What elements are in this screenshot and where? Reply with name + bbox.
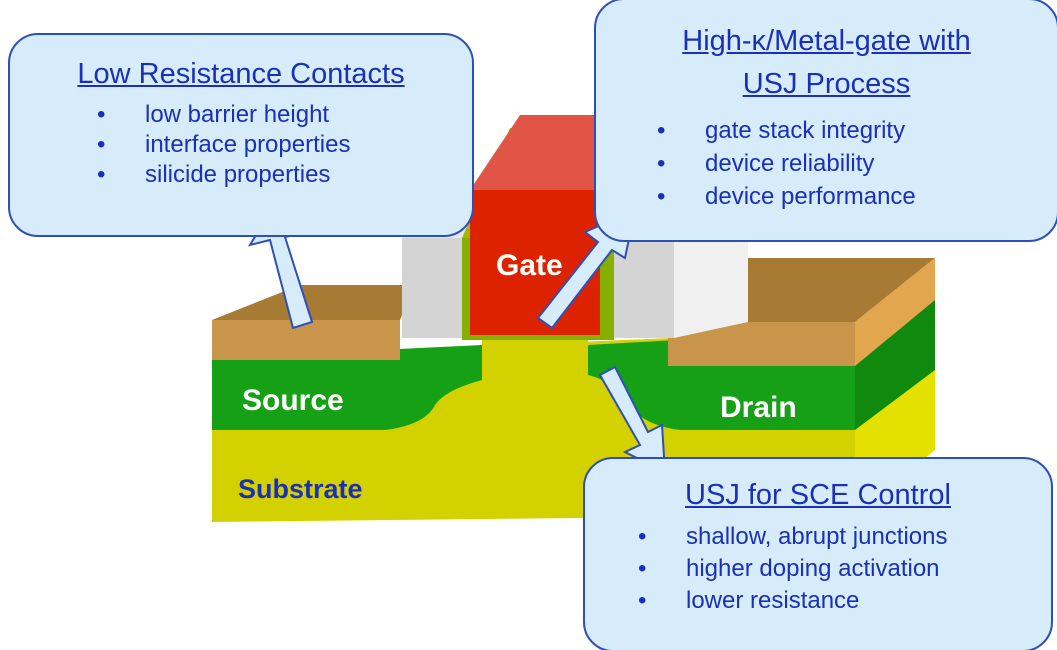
list-item: •gate stack integrity <box>657 117 906 144</box>
list-item: •device reliability <box>657 150 875 177</box>
source-silicide <box>212 320 400 360</box>
callout-title: USJ for SCE Control <box>685 479 951 511</box>
spacer-right-side <box>674 210 748 338</box>
callout-title: Low Resistance Contacts <box>77 58 405 90</box>
list-item: •lower resistance <box>638 587 860 614</box>
list-item: •higher doping activation <box>638 555 940 582</box>
source-junction <box>212 345 482 430</box>
list-item: •interface properties <box>97 131 351 158</box>
callout-list: •gate stack integrity •device reliabilit… <box>657 114 1057 213</box>
list-item: •device performance <box>657 183 916 210</box>
callout-title-line1: High-κ/Metal-gate with <box>682 25 971 57</box>
source-label: Source <box>242 384 344 417</box>
substrate-label: Substrate <box>238 474 363 504</box>
drain-silicide-front <box>668 322 855 366</box>
spacer-left <box>402 238 462 338</box>
callout-high-k-metal-gate: High-κ/Metal-gate with USJ Process •gate… <box>594 0 1057 242</box>
callout-low-resistance-contacts: Low Resistance Contacts •low barrier hei… <box>8 33 474 237</box>
callout-title-line2: USJ Process <box>742 68 911 100</box>
callout-list: •low barrier height •interface propertie… <box>97 100 472 190</box>
list-item: •silicide properties <box>97 161 331 188</box>
list-item: •shallow, abrupt junctions <box>638 523 948 550</box>
callout-usj-sce-control: USJ for SCE Control •shallow, abrupt jun… <box>583 457 1053 650</box>
arrow-to-usj <box>598 365 667 474</box>
callout-list: •shallow, abrupt junctions •higher dopin… <box>638 521 1051 617</box>
drain-label: Drain <box>720 391 797 424</box>
gate-top <box>470 115 600 190</box>
source-silicide-top <box>212 285 415 320</box>
gate-electrode <box>470 190 600 335</box>
list-item: •low barrier height <box>97 101 330 128</box>
channel-region <box>482 340 588 350</box>
gate-label: Gate <box>496 249 563 282</box>
drain-silicide-side <box>855 258 935 366</box>
